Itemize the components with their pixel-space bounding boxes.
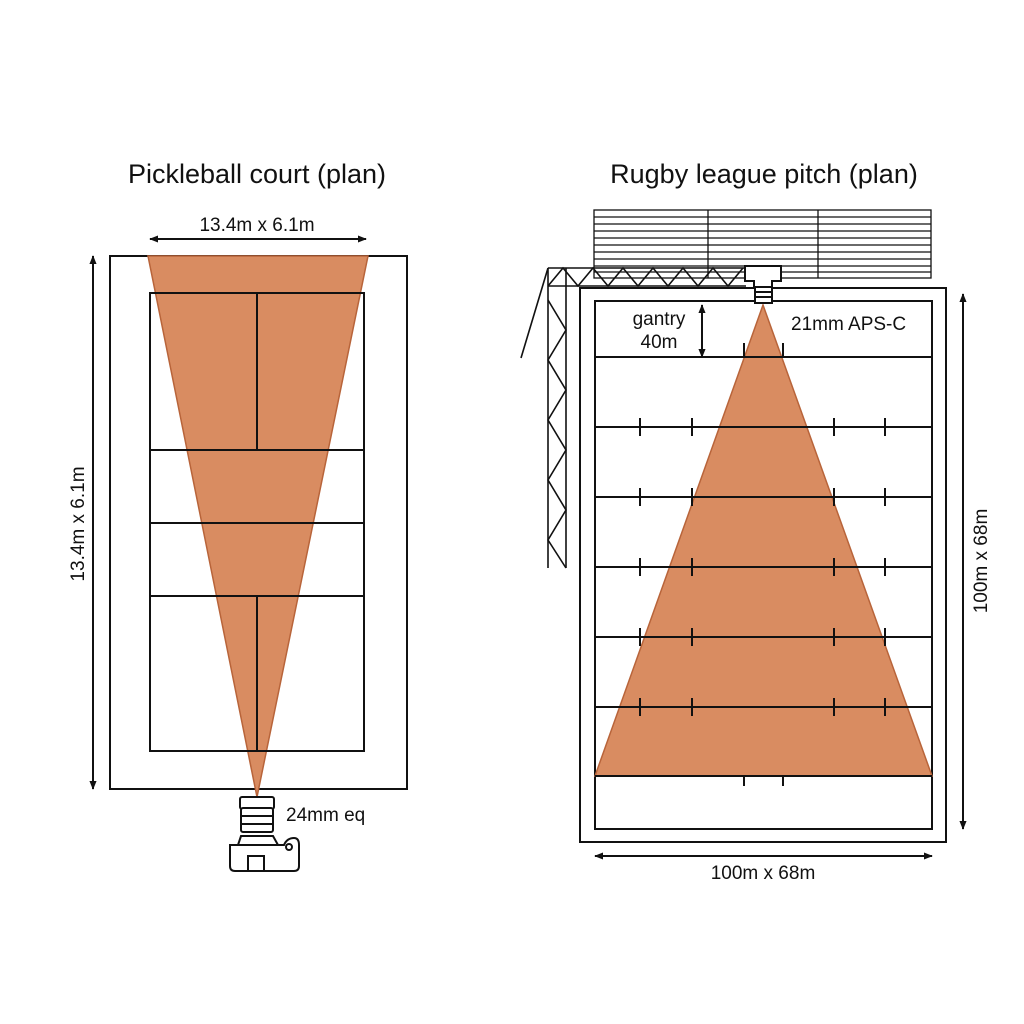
gantry-label: gantry (633, 309, 686, 330)
rugby-length-label: 100m x 68m (971, 509, 992, 614)
pickleball-width-label: 13.4m x 6.1m (199, 215, 314, 236)
rugby-diagram: Rugby league pitch (plan) (520, 159, 992, 884)
pickleball-court-lines (149, 292, 365, 752)
rugby-camera-label: 21mm APS-C (791, 314, 906, 335)
rugby-width-label: 100m x 68m (711, 863, 816, 884)
pickleball-diagram: Pickleball court (plan) 13.4m x 6.1m 13.… (68, 159, 408, 872)
pickleball-length-label: 13.4m x 6.1m (68, 466, 89, 581)
camera-icon (229, 796, 300, 872)
pickleball-field-of-view (147, 255, 369, 798)
pickleball-camera-label: 24mm eq (286, 805, 365, 826)
gantry-camera-icon (744, 265, 782, 304)
pickleball-title: Pickleball court (plan) (128, 159, 386, 189)
gantry-height-label: 40m (641, 332, 678, 353)
rugby-title: Rugby league pitch (plan) (610, 159, 918, 189)
gantry-truss (520, 266, 746, 569)
rugby-field-of-view (593, 302, 934, 777)
rugby-pitch-lines (595, 343, 932, 786)
